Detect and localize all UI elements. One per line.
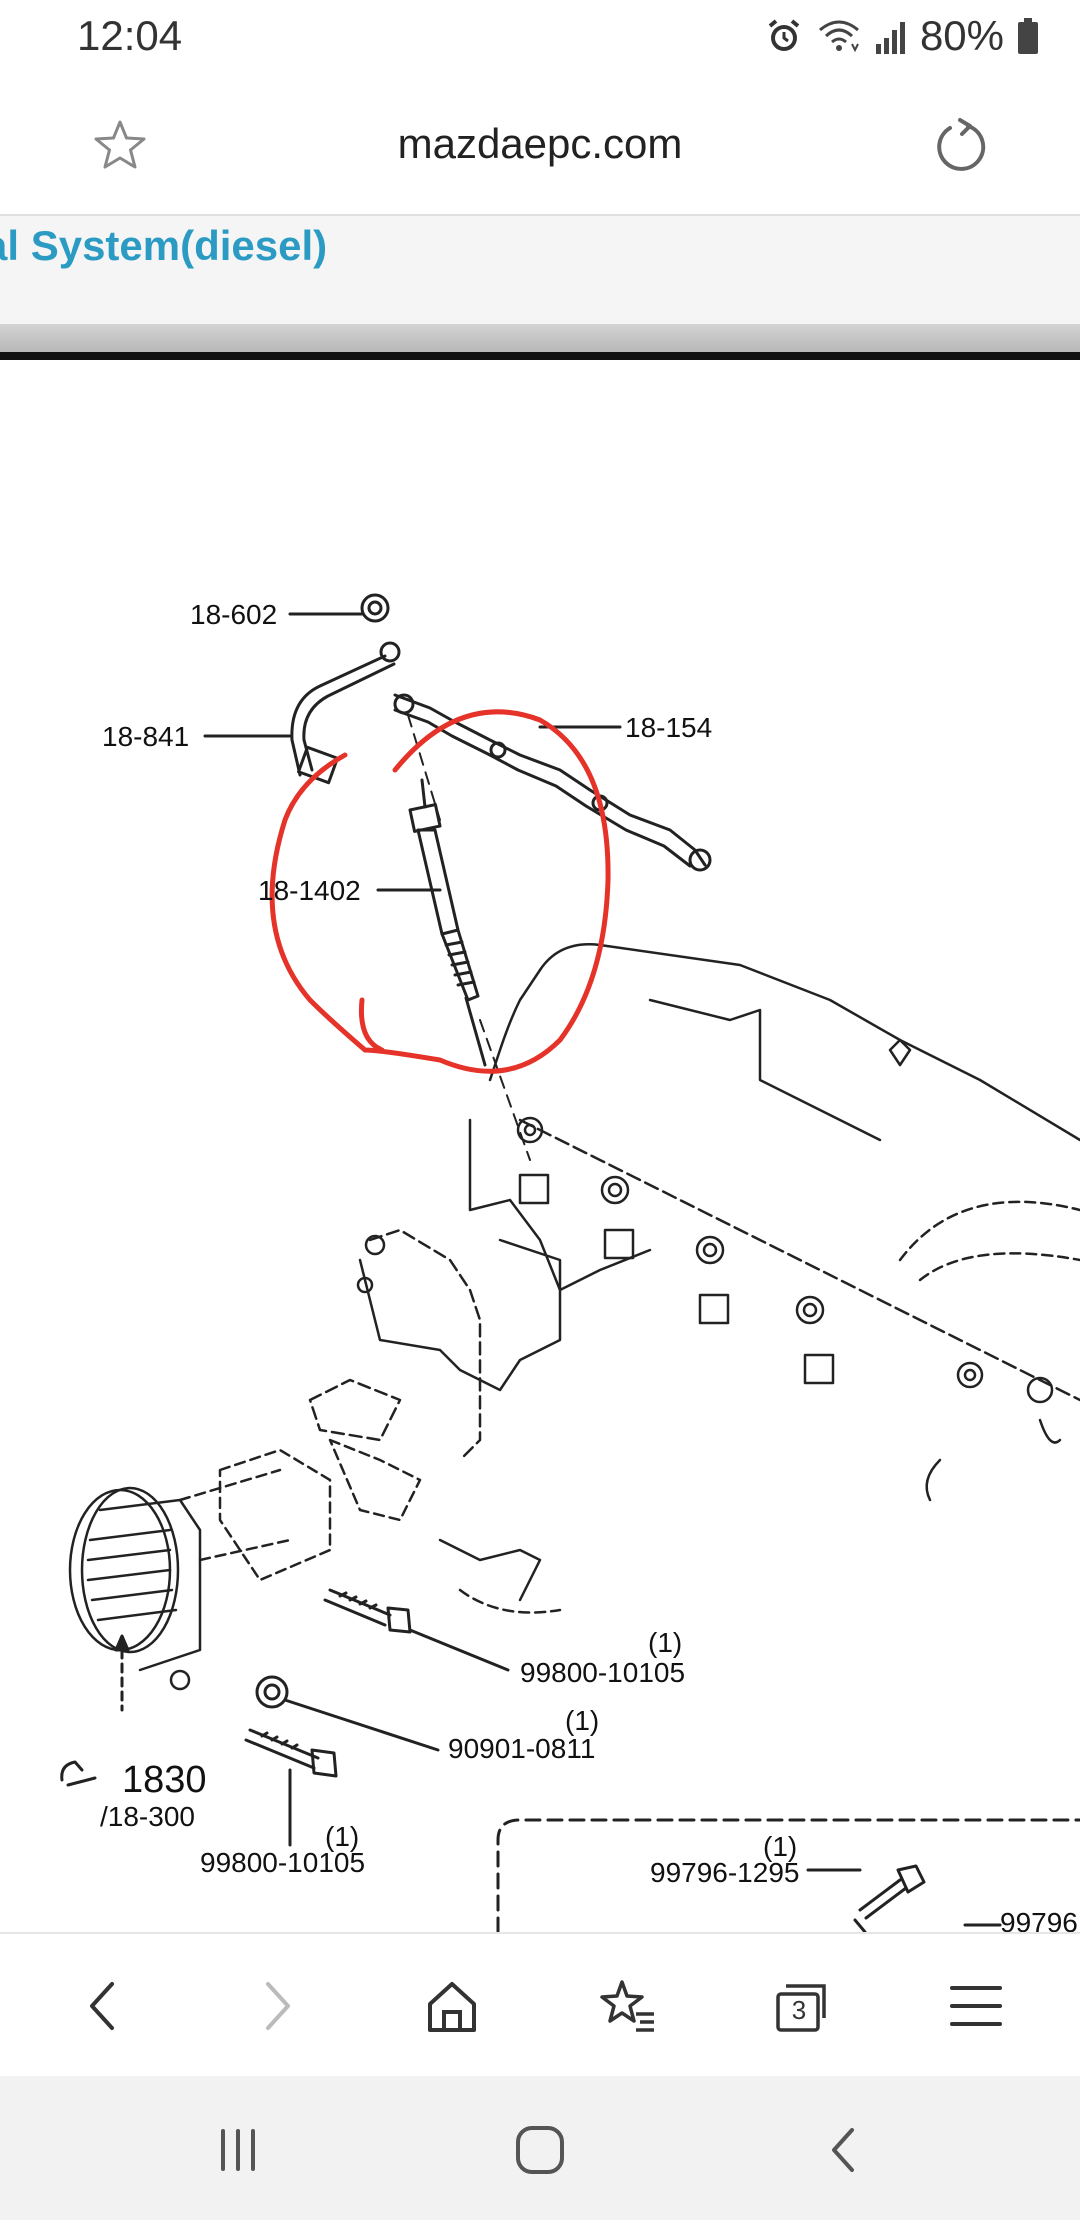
label-99796: 99796-1295 <box>650 1857 799 1888</box>
label-99800-lower: 99800-10105 <box>200 1847 365 1878</box>
status-icons: 80% <box>764 12 1040 60</box>
parts-diagram-drawing: 18-602 18-841 18-154 18-1402 99800-10105… <box>60 593 1080 1932</box>
nut-18-602 <box>360 593 401 663</box>
page-heading-bar: al System(diesel) <box>0 216 1080 324</box>
battery-icon <box>1018 18 1038 54</box>
browser-toolbar: 3 <box>0 1932 1080 2078</box>
separator-band <box>0 324 1080 352</box>
url-text[interactable]: mazdaepc.com <box>397 120 683 167</box>
status-bar: 12:04 80% <box>0 0 1080 78</box>
system-nav-bar <box>0 2076 1080 2220</box>
menu-button[interactable] <box>936 1970 1016 2042</box>
parts-diagram: 18-602 18-841 18-154 18-1402 99800-10105… <box>0 360 1080 1932</box>
chevron-right-icon <box>266 1982 290 2030</box>
home-square-icon <box>516 2126 564 2174</box>
reload-icon[interactable] <box>930 116 990 176</box>
wire-18-841 <box>290 654 396 785</box>
menu-icon <box>950 1986 1002 2026</box>
label-18-1402: 18-1402 <box>258 875 361 906</box>
tabs-icon: 3 <box>772 1978 832 2034</box>
recent-apps-button[interactable] <box>198 2118 278 2182</box>
battery-percent: 80% <box>919 12 1004 59</box>
home-icon <box>428 1982 476 2032</box>
bolt-99800-lower <box>244 1728 338 1778</box>
label-99800-upper: 99800-10105 <box>520 1657 685 1688</box>
label-18-300: /18-300 <box>100 1801 195 1832</box>
glow-plug-18-1402 <box>408 778 487 1067</box>
bolt-99796 <box>853 1864 926 1932</box>
chevron-left-icon <box>90 1982 114 2030</box>
system-home-button[interactable] <box>500 2118 580 2182</box>
status-time: 12:04 <box>77 12 183 59</box>
label-18-154: 18-154 <box>625 712 712 743</box>
bolt-99800-upper <box>323 1588 412 1634</box>
signal-icon <box>875 22 905 54</box>
nut-90901 <box>255 1675 289 1709</box>
label-90901: 90901-0811 <box>448 1733 595 1764</box>
cylinder-head <box>468 943 1080 1502</box>
tabs-button[interactable]: 3 <box>762 1970 842 2042</box>
back-chevron-icon <box>832 2128 854 2172</box>
label-18-602: 18-602 <box>190 599 277 630</box>
forward-button[interactable] <box>238 1970 318 2042</box>
label-18-841: 18-841 <box>102 721 189 752</box>
red-annotation-hook <box>358 997 385 1053</box>
alternator <box>68 1468 292 1691</box>
alarm-icon <box>768 19 800 51</box>
label-99796-partial: 99796 <box>1000 1907 1078 1932</box>
bookmark-star-icon[interactable] <box>92 118 148 174</box>
bookmarks-star-list-icon <box>600 1980 654 2032</box>
qty-99800-upper: (1) <box>648 1627 682 1658</box>
label-1830: 1830 <box>122 1759 207 1801</box>
page-title[interactable]: al System(diesel) <box>0 222 328 269</box>
qty-99796: (1) <box>763 1831 797 1862</box>
bookmarks-button[interactable] <box>588 1970 668 2042</box>
system-back-button[interactable] <box>804 2118 884 2182</box>
tab-count: 3 <box>791 1994 807 2025</box>
diagram-top-rule <box>0 352 1080 360</box>
qty-99800-lower: (1) <box>325 1821 359 1852</box>
home-button[interactable] <box>412 1970 492 2042</box>
back-button[interactable] <box>62 1970 142 2042</box>
bracket-assembly <box>218 1228 562 1614</box>
browser-address-bar: mazdaepc.com <box>0 78 1080 216</box>
recent-apps-icon <box>221 2129 255 2171</box>
wifi-icon <box>818 20 859 53</box>
qty-90901: (1) <box>565 1705 599 1736</box>
red-annotation-circle <box>269 709 611 1074</box>
